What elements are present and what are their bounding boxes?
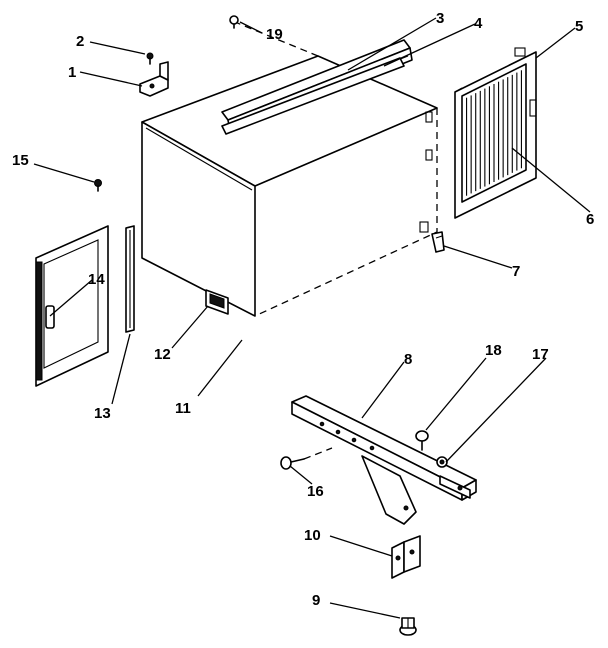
- screw-part-15: [94, 179, 102, 192]
- bottom-bracket-part-12: [205, 289, 229, 315]
- callout-19: 19: [266, 26, 283, 43]
- callout-3: 3: [436, 10, 444, 27]
- screw-part-16: [280, 447, 333, 470]
- leader-lines: [33, 17, 591, 619]
- callout-4: 4: [474, 15, 483, 32]
- gasket-strip-part-13: [125, 225, 135, 333]
- nut-part-9: [399, 617, 417, 636]
- support-rail-part-8: [291, 395, 477, 525]
- callout-labels: 1 2 3 4 5 6 7 8 9 10 11 12 13 14 15 16 1…: [12, 10, 594, 609]
- callout-10: 10: [304, 527, 321, 544]
- bracket-part-10: [391, 535, 421, 579]
- callout-15: 15: [12, 152, 29, 169]
- callout-14: 14: [88, 271, 105, 288]
- channel-part-4: [221, 57, 405, 135]
- callout-9: 9: [312, 592, 320, 609]
- screw-part-17: [436, 456, 448, 468]
- callout-11: 11: [175, 400, 191, 417]
- callout-7: 7: [512, 263, 520, 280]
- callout-13: 13: [94, 405, 111, 422]
- callout-2: 2: [76, 33, 84, 50]
- side-panel-part-14: [35, 225, 109, 387]
- screw-part-18: [415, 430, 429, 451]
- callout-6: 6: [586, 211, 594, 228]
- callout-18: 18: [485, 342, 502, 359]
- bracket-part-1: [139, 61, 169, 97]
- clip-part-7: [431, 231, 445, 253]
- screw-part-2: [146, 52, 154, 65]
- callout-16: 16: [307, 483, 324, 500]
- callout-1: 1: [68, 64, 76, 81]
- screw-part-19: [229, 15, 239, 29]
- callout-5: 5: [575, 18, 583, 35]
- callout-17: 17: [532, 346, 549, 363]
- callout-12: 12: [154, 346, 171, 363]
- grille-part-6: [461, 63, 527, 203]
- callout-8: 8: [404, 351, 412, 368]
- cabinet-shell: [141, 19, 438, 317]
